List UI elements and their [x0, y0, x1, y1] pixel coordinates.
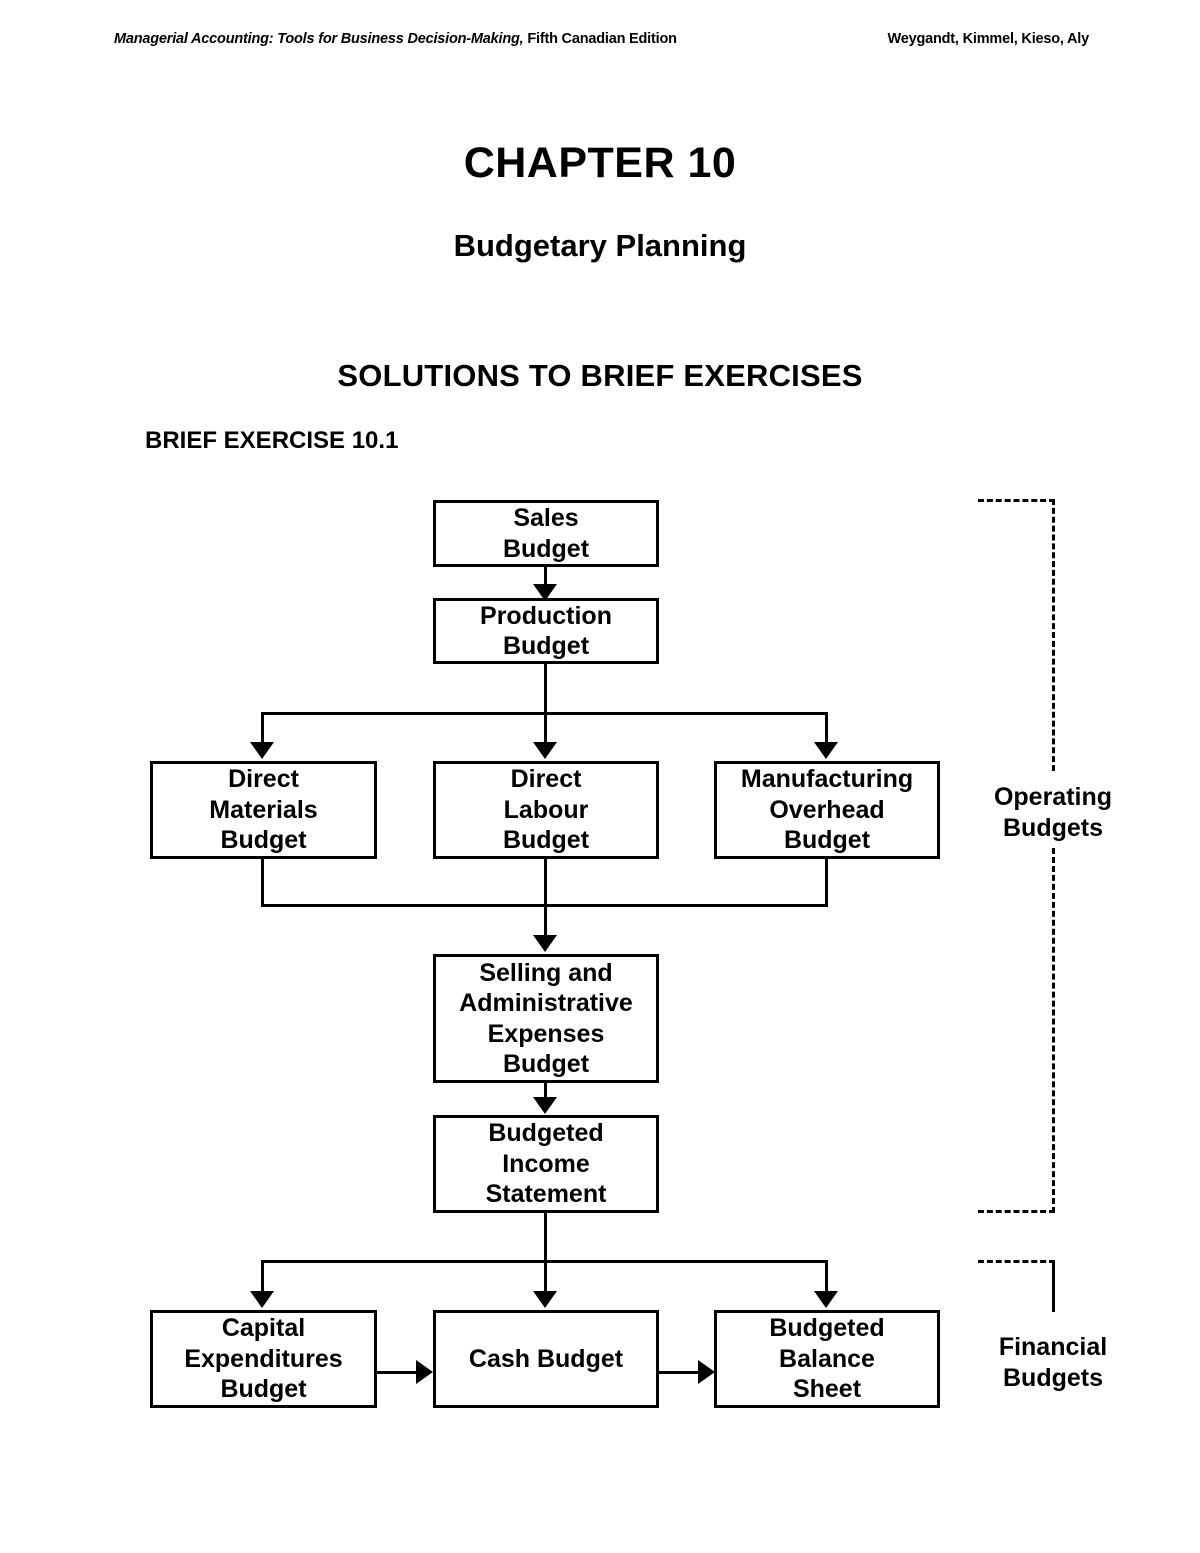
bracket-financial-right	[1052, 1260, 1055, 1312]
node-label: Budgeted Balance Sheet	[769, 1314, 885, 1404]
arrowhead-to-selling-admin	[533, 935, 557, 952]
exercise-label: BRIEF EXERCISE 10.1	[145, 427, 399, 454]
node-label: Cash Budget	[468, 1344, 624, 1373]
arrowhead-cash-to-balance-sheet	[698, 1360, 715, 1384]
arrowhead-sales-to-production	[533, 584, 557, 601]
node-sales-budget: Sales Budget	[433, 500, 659, 567]
arrowhead-to-cash-budget	[533, 1291, 557, 1308]
node-selling-admin-budget: Selling and Administrative Expenses Budg…	[433, 954, 659, 1083]
node-budgeted-balance-sheet: Budgeted Balance Sheet	[714, 1310, 940, 1408]
node-label: Sales Budget	[502, 504, 590, 563]
connector-selling-to-income	[544, 1083, 547, 1108]
node-cash-budget: Cash Budget	[433, 1310, 659, 1408]
connector-capital-to-cash	[377, 1371, 419, 1374]
node-production-budget: Production Budget	[433, 598, 659, 664]
bracket-financial-top	[978, 1260, 1055, 1263]
book-edition: Fifth Canadian Edition	[523, 31, 677, 47]
node-capital-expenditures-budget: Capital Expenditures Budget	[150, 1310, 377, 1408]
connector-sales-to-production	[544, 567, 547, 591]
bracket-operating-right-lower	[1052, 848, 1055, 1213]
connector-income-stem	[544, 1213, 547, 1263]
arrowhead-to-direct-materials	[250, 742, 274, 759]
node-label: Direct Labour Budget	[502, 765, 590, 855]
arrowhead-to-manufacturing-overhead	[814, 742, 838, 759]
node-label: Direct Materials Budget	[209, 765, 318, 855]
bracket-operating-right-upper	[1052, 499, 1055, 771]
bracket-operating-bottom	[978, 1210, 1055, 1213]
node-direct-labour-budget: Direct Labour Budget	[433, 761, 659, 859]
arrowhead-to-budgeted-balance-sheet	[814, 1291, 838, 1308]
section-title: SOLUTIONS TO BRIEF EXERCISES	[337, 358, 863, 393]
group-label-financial-budgets: Financial Budgets	[998, 1333, 1108, 1392]
connector-cash-to-balance-sheet	[659, 1371, 701, 1374]
arrowhead-capital-to-cash	[416, 1360, 433, 1384]
connector-to-cash-budget	[544, 1260, 547, 1292]
arrowhead-to-direct-labour	[533, 742, 557, 759]
node-budgeted-income-statement: Budgeted Income Statement	[433, 1115, 659, 1213]
connector-direct-materials-down	[261, 859, 264, 907]
connector-to-manufacturing-overhead	[825, 712, 828, 743]
connector-to-direct-materials	[261, 712, 264, 743]
node-direct-materials-budget: Direct Materials Budget	[150, 761, 377, 859]
chapter-subtitle: Budgetary Planning	[453, 228, 747, 263]
book-authors: Weygandt, Kimmel, Kieso, Aly	[887, 31, 1090, 47]
node-label: Selling and Administrative Expenses Budg…	[459, 958, 633, 1079]
group-label-operating-budgets: Operating Budgets	[993, 783, 1113, 842]
node-manufacturing-overhead-budget: Manufacturing Overhead Budget	[714, 761, 940, 859]
book-title: Managerial Accounting: Tools for Busines…	[114, 31, 524, 47]
connector-direct-labour-down	[544, 859, 547, 907]
connector-manufacturing-overhead-down	[825, 859, 828, 907]
bracket-operating-top	[978, 499, 1055, 502]
node-label: Production Budget	[480, 601, 612, 661]
arrowhead-selling-to-income	[533, 1097, 557, 1114]
connector-to-budgeted-balance-sheet	[825, 1260, 828, 1292]
node-label: Capital Expenditures Budget	[184, 1314, 343, 1404]
connector-to-direct-labour	[544, 712, 547, 743]
connector-production-stem	[544, 664, 547, 714]
chapter-title: CHAPTER 10	[463, 139, 737, 187]
arrowhead-to-capital-expenditures	[250, 1291, 274, 1308]
connector-to-capital-expenditures	[261, 1260, 264, 1292]
running-head: Managerial Accounting: Tools for Busines…	[114, 31, 1089, 53]
connector-merge-stem	[544, 904, 547, 936]
node-label: Budgeted Income Statement	[485, 1119, 607, 1209]
node-label: Manufacturing Overhead Budget	[740, 765, 914, 855]
running-head-left: Managerial Accounting: Tools for Busines…	[114, 31, 677, 47]
